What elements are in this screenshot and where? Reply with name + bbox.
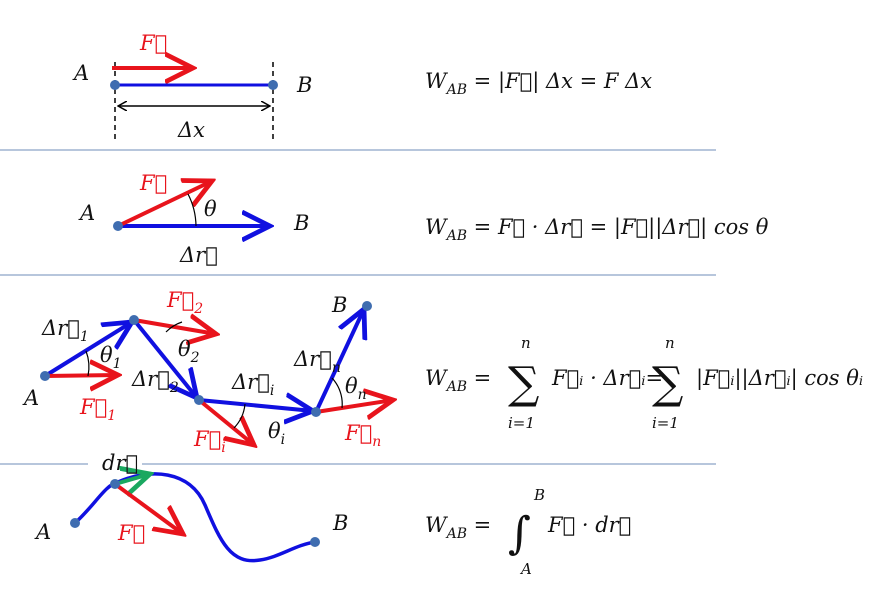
sum-lower-1: i=1 — [508, 414, 535, 432]
label-dr1: Δr⃗1 — [41, 316, 89, 345]
label-thetan: θn — [345, 374, 367, 403]
row-constant-force-parallel: A B F⃗ Δx WAB = |F⃗| Δx = F Δx — [72, 31, 652, 142]
point — [311, 407, 321, 417]
label-f2: F⃗2 — [166, 288, 203, 317]
svg-text:F⃗ · dr⃗: F⃗ · dr⃗ — [547, 513, 631, 537]
point — [194, 395, 204, 405]
row-constant-force-angle: A B F⃗ θ Δr⃗ WAB = F⃗ · Δr⃗ = |F⃗||Δr⃗| … — [78, 171, 769, 267]
sum-lower-2: i=1 — [652, 414, 679, 432]
label-b: B — [331, 293, 347, 317]
point — [129, 315, 139, 325]
label-theta1: θ1 — [100, 343, 122, 372]
label-theta2: θ2 — [178, 337, 200, 366]
label-b: B — [332, 511, 348, 535]
sum-sign-2: ∑ — [652, 358, 683, 409]
formula-1: WAB = |F⃗| Δx = F Δx — [425, 69, 652, 98]
angle-arc-2 — [165, 321, 183, 333]
label-dri: Δr⃗i — [231, 370, 274, 399]
svg-text:WAB =: WAB = — [425, 513, 491, 542]
integral-lower: A — [519, 560, 532, 578]
svg-text:WAB =: WAB = — [425, 366, 491, 395]
label-fi: F⃗i — [193, 427, 226, 456]
force-arrow — [113, 482, 183, 534]
label-thetai: θi — [268, 419, 285, 448]
label-a: A — [34, 520, 51, 544]
angle-arc-1 — [85, 350, 90, 377]
label-force: F⃗ — [139, 171, 167, 195]
formula-4: WAB = ∫ B A F⃗ · dr⃗ — [425, 486, 631, 578]
segment-arrow-n — [314, 309, 364, 413]
label-fn: F⃗n — [344, 421, 381, 450]
point-a — [70, 518, 80, 528]
angle-arc-i — [233, 403, 246, 429]
separators — [0, 149, 716, 465]
force-arrow-2 — [133, 320, 216, 334]
segment-arrow-2 — [132, 318, 197, 398]
label-force: F⃗ — [117, 521, 145, 545]
label-a: A — [78, 201, 95, 225]
angle-arc-n — [331, 377, 343, 409]
row-continuous-path: A B F⃗ dr⃗ WAB = ∫ B A F⃗ · dr⃗ — [34, 451, 631, 578]
dr-arrow — [114, 474, 150, 484]
force-arrow-n — [315, 400, 393, 412]
formula-3: WAB = ∑ n i=1 F⃗ᵢ · Δr⃗ᵢ= ∑ n i=1 |F⃗ᵢ||… — [425, 334, 863, 432]
point — [110, 479, 120, 489]
force-arrow-i — [197, 398, 254, 445]
point-a — [40, 371, 50, 381]
point-b — [310, 537, 320, 547]
sum-upper-1: n — [521, 334, 531, 352]
row-piecewise-path: A B Δr⃗1 Δr⃗2 Δr⃗i Δr⃗n F⃗1 F⃗2 F⃗i F⃗n … — [22, 288, 863, 456]
svg-text:F⃗ᵢ · Δr⃗ᵢ=: F⃗ᵢ · Δr⃗ᵢ= — [551, 366, 663, 390]
point-a — [113, 221, 123, 231]
point-b — [268, 80, 278, 90]
label-dr: dr⃗ — [102, 451, 138, 475]
svg-text:|F⃗ᵢ||Δr⃗ᵢ| cos θᵢ: |F⃗ᵢ||Δr⃗ᵢ| cos θᵢ — [696, 366, 863, 391]
force-arrow — [117, 181, 212, 228]
label-f1: F⃗1 — [79, 395, 116, 424]
label-b: B — [293, 211, 309, 235]
label-delta-r: Δr⃗ — [179, 243, 218, 267]
angle-arc — [187, 193, 197, 227]
segment-arrow-1 — [43, 322, 132, 378]
label-b: B — [296, 73, 312, 97]
label-theta: θ — [204, 197, 217, 221]
label-a: A — [22, 386, 39, 410]
point-b — [362, 301, 372, 311]
segment-arrow-i — [198, 400, 313, 411]
sum-upper-2: n — [665, 334, 675, 352]
label-drn: Δr⃗n — [293, 347, 341, 376]
integral-sign: ∫ — [508, 508, 531, 559]
label-force: F⃗ — [139, 31, 167, 55]
label-a: A — [72, 61, 89, 85]
point-a — [110, 80, 120, 90]
integral-upper: B — [533, 486, 545, 504]
sum-sign-1: ∑ — [508, 358, 539, 409]
formula-2: WAB = F⃗ · Δr⃗ = |F⃗||Δr⃗| cos θ — [425, 215, 769, 244]
label-delta-x: Δx — [177, 118, 205, 142]
label-dr2: Δr⃗2 — [131, 367, 179, 396]
force-arrow-1 — [44, 375, 118, 376]
